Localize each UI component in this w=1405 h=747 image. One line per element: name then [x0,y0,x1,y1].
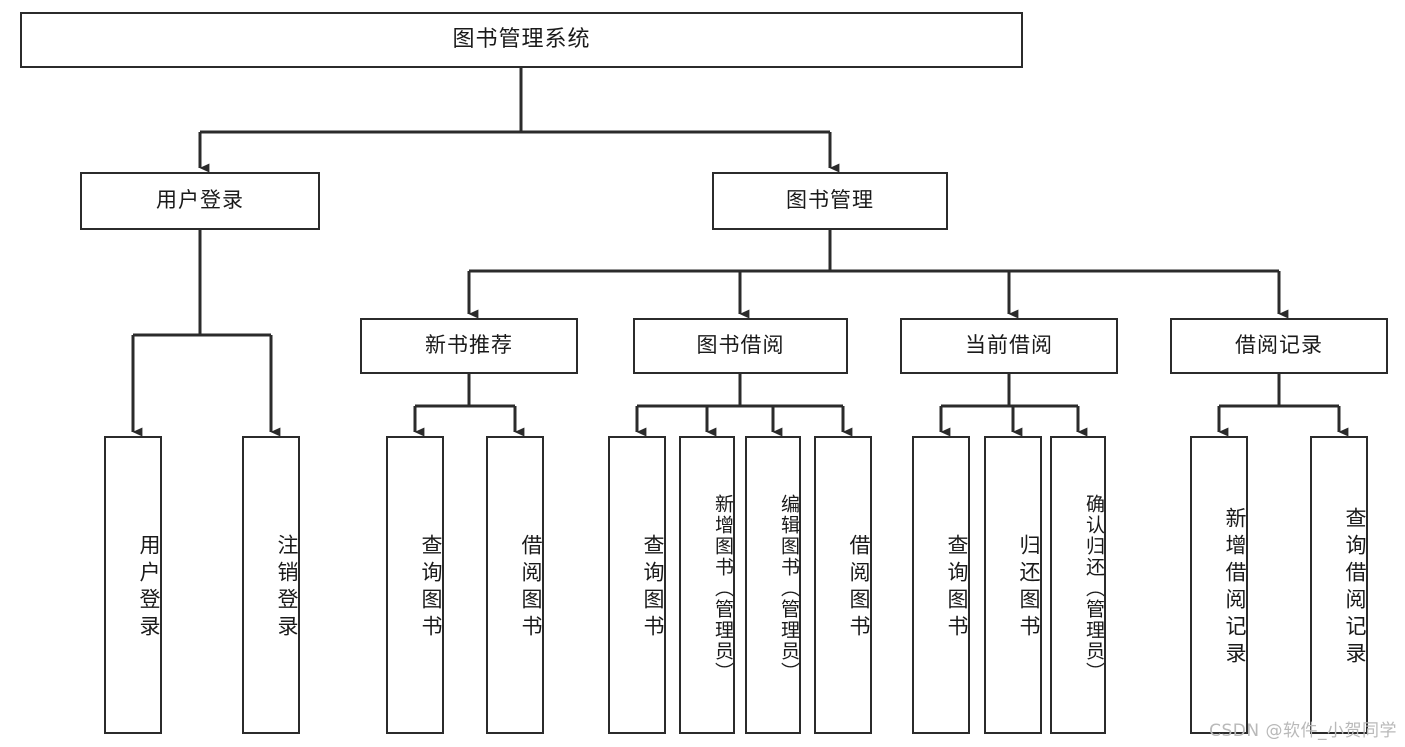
node-leaf-borrow-book-2[interactable]: 借阅图书 [814,436,872,734]
node-leaf-add-book-admin[interactable]: 新增图书（管理员） [679,436,735,734]
node-user-login[interactable]: 用户登录 [80,172,320,230]
node-root-system[interactable]: 图书管理系统 [20,12,1023,68]
node-leaf-edit-book-admin[interactable]: 编辑图书（管理员） [745,436,801,734]
node-book-borrow-label: 图书借阅 [696,333,785,358]
node-leaf-query-book-1[interactable]: 查询图书 [386,436,444,734]
node-user-login-label: 用户登录 [156,188,244,213]
node-current-borrow-label: 当前借阅 [965,333,1053,358]
node-leaf-logout-label: 注销登录 [275,534,299,642]
node-root-label: 图书管理系统 [452,26,591,52]
node-leaf-query-book-3-label: 查询图书 [945,534,969,642]
node-leaf-add-borrow-record[interactable]: 新增借阅记录 [1190,436,1248,734]
node-leaf-logout[interactable]: 注销登录 [242,436,300,734]
node-leaf-query-borrow-record[interactable]: 查询借阅记录 [1310,436,1368,734]
node-leaf-add-borrow-record-label: 新增借阅记录 [1223,507,1247,669]
node-borrow-record-label: 借阅记录 [1235,333,1323,358]
node-leaf-query-book-2[interactable]: 查询图书 [608,436,666,734]
node-book-borrow[interactable]: 图书借阅 [633,318,848,374]
node-leaf-return-book-label: 归还图书 [1017,534,1041,642]
node-leaf-query-book-3[interactable]: 查询图书 [912,436,970,734]
node-leaf-return-book[interactable]: 归还图书 [984,436,1042,734]
node-new-book-recommend[interactable]: 新书推荐 [360,318,578,374]
node-leaf-user-login[interactable]: 用户登录 [104,436,162,734]
node-leaf-confirm-return-admin[interactable]: 确认归还（管理员） [1050,436,1106,734]
node-book-manage[interactable]: 图书管理 [712,172,948,230]
node-leaf-user-login-label: 用户登录 [137,534,161,642]
node-book-manage-label: 图书管理 [786,188,874,213]
node-current-borrow[interactable]: 当前借阅 [900,318,1118,374]
node-leaf-add-book-admin-label: 新增图书（管理员） [712,493,734,683]
node-leaf-edit-book-admin-label: 编辑图书（管理员） [778,493,800,683]
node-leaf-borrow-book-1-label: 借阅图书 [519,534,543,642]
node-leaf-borrow-book-1[interactable]: 借阅图书 [486,436,544,734]
node-new-book-recommend-label: 新书推荐 [425,333,513,358]
node-leaf-query-borrow-record-label: 查询借阅记录 [1343,507,1367,669]
node-leaf-query-book-2-label: 查询图书 [641,534,665,642]
node-borrow-record[interactable]: 借阅记录 [1170,318,1388,374]
node-leaf-confirm-return-admin-label: 确认归还（管理员） [1083,493,1105,683]
node-leaf-query-book-1-label: 查询图书 [419,534,443,642]
node-leaf-borrow-book-2-label: 借阅图书 [847,534,871,642]
